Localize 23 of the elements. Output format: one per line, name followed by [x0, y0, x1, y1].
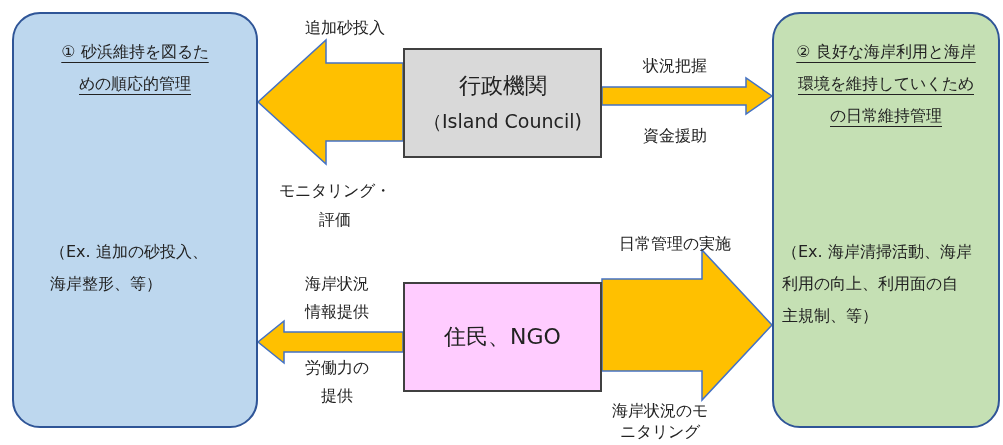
- block-arrow: [601, 248, 774, 402]
- block-arrow: [601, 76, 774, 116]
- arrow-caption: 資金援助: [642, 125, 708, 147]
- panel-heading: ② 良好な海岸利用と海岸環境を維持していくための日常維持管理: [795, 41, 977, 127]
- block-arrow: [256, 38, 404, 166]
- edge-label: 日常管理の実施: [618, 233, 732, 255]
- process-box: [403, 282, 602, 392]
- box-label: （Island Council): [423, 109, 582, 134]
- process-box: [403, 48, 602, 158]
- rounded-panel: [772, 12, 1000, 428]
- edge-label: 追加砂投入: [304, 17, 386, 39]
- box-label: 行政機関: [458, 72, 547, 100]
- panel-note: （Ex. 追加の砂投入、海岸整形、等）: [50, 241, 209, 295]
- rounded-panel: [12, 12, 258, 428]
- panel-heading: ① 砂浜維持を図るための順応的管理: [60, 41, 210, 95]
- arrow-caption: 労働力の提供: [304, 357, 370, 407]
- box-label: 住民、NGO: [444, 323, 561, 351]
- panel-note: （Ex. 海岸清掃活動、海岸利用の向上、利用面の自主規制、等）: [782, 241, 972, 327]
- edge-label: 状況把握: [642, 55, 708, 77]
- arrow-caption: モニタリング・評価: [278, 180, 392, 231]
- arrow-caption: 海岸状況のモニタリング: [612, 400, 708, 442]
- edge-label: 海岸状況情報提供: [304, 273, 370, 323]
- block-arrow: [256, 319, 404, 365]
